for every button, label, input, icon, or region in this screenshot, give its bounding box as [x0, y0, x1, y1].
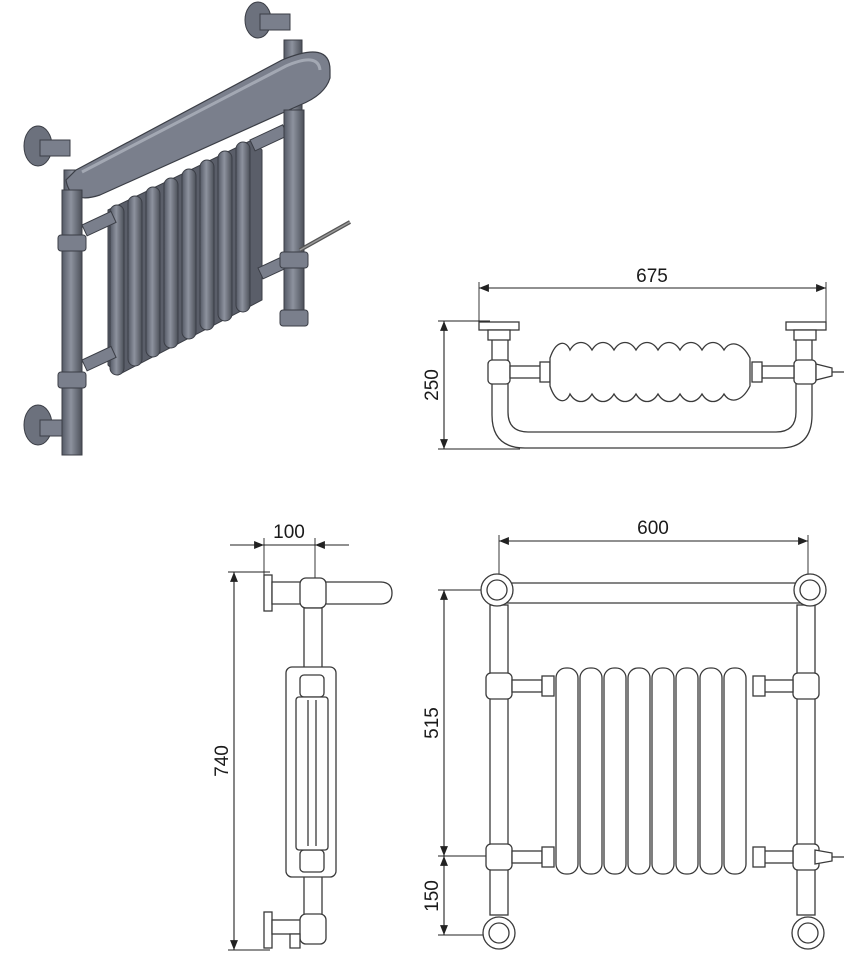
side-view: 100 740 [212, 522, 393, 951]
iso-radiator [107, 139, 263, 376]
dim-top-width: 675 [636, 266, 668, 287]
front-radiator [555, 667, 747, 875]
dim-side-height: 740 [212, 745, 233, 777]
top-view: 675 250 [422, 266, 844, 450]
dim-front-centres: 515 [422, 707, 443, 739]
dim-front-width: 600 [637, 518, 669, 539]
dim-front-bottom: 150 [422, 880, 443, 912]
dim-top-depth: 250 [422, 369, 443, 401]
dim-side-projection: 100 [273, 522, 305, 543]
front-view: 600 515 150 [422, 518, 844, 950]
isometric-view [23, 1, 351, 456]
